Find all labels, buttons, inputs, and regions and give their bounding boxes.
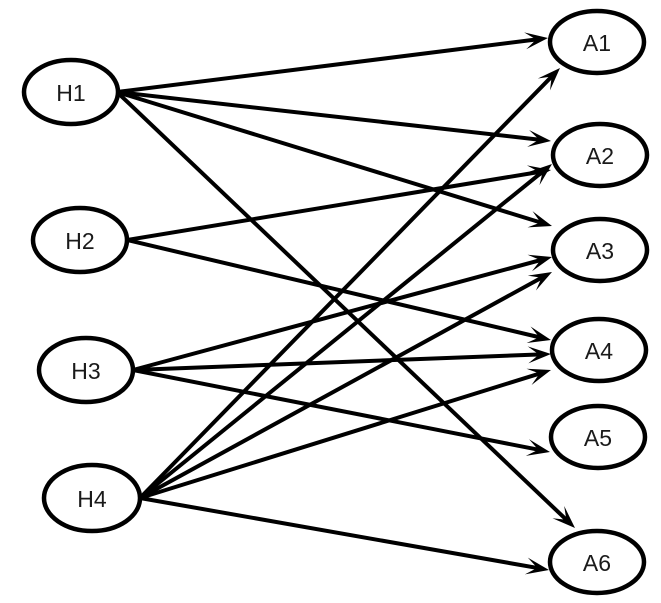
edge-h1-to-a2 bbox=[116, 90, 551, 147]
edge-layer bbox=[115, 32, 575, 575]
arrow-head-icon bbox=[527, 211, 552, 228]
edge-line bbox=[132, 352, 546, 372]
edge-line bbox=[116, 90, 547, 227]
edge-line bbox=[138, 70, 558, 500]
edge-line bbox=[116, 90, 546, 143]
edge-line bbox=[139, 273, 548, 500]
edge-line bbox=[126, 238, 546, 341]
node-label: H2 bbox=[65, 228, 94, 254]
node-ellipse[interactable] bbox=[41, 462, 143, 534]
node-label: H3 bbox=[71, 358, 100, 384]
arrow-head-icon bbox=[524, 32, 548, 50]
node-a6[interactable]: A6 bbox=[547, 528, 647, 596]
node-label: A6 bbox=[583, 550, 611, 576]
edge-h4-to-a1 bbox=[138, 68, 560, 500]
node-ellipse[interactable] bbox=[547, 8, 647, 76]
edge-line bbox=[138, 166, 549, 500]
arrow-head-icon bbox=[526, 326, 551, 343]
edge-h1-to-a3 bbox=[116, 90, 552, 228]
node-h2[interactable]: H2 bbox=[30, 205, 130, 275]
node-ellipse[interactable] bbox=[21, 57, 121, 127]
edge-h4-to-a4 bbox=[139, 368, 551, 500]
arrow-head-icon bbox=[527, 129, 551, 147]
node-ellipse[interactable] bbox=[36, 335, 136, 405]
node-ellipse[interactable] bbox=[548, 403, 648, 471]
node-ellipse[interactable] bbox=[550, 121, 650, 189]
node-label: H4 bbox=[77, 486, 107, 512]
edge-line bbox=[132, 256, 547, 372]
edge-h3-to-a5 bbox=[132, 368, 550, 456]
node-ellipse[interactable] bbox=[547, 528, 647, 596]
edge-h4-to-a6 bbox=[139, 496, 549, 575]
arrow-head-icon bbox=[537, 68, 560, 91]
arrow-head-icon bbox=[527, 346, 551, 364]
node-ellipse[interactable] bbox=[30, 205, 130, 275]
arrow-head-icon bbox=[526, 368, 551, 385]
node-h3[interactable]: H3 bbox=[36, 335, 136, 405]
node-ellipse[interactable] bbox=[549, 316, 649, 384]
arrow-head-icon bbox=[524, 557, 549, 575]
node-label: A1 bbox=[583, 30, 611, 56]
arrow-head-icon bbox=[528, 164, 552, 186]
node-a1[interactable]: A1 bbox=[547, 8, 647, 76]
edge-line bbox=[126, 169, 546, 242]
node-a3[interactable]: A3 bbox=[550, 216, 650, 284]
node-label: A5 bbox=[584, 425, 612, 451]
edge-line bbox=[139, 369, 546, 500]
edge-line bbox=[116, 36, 543, 94]
node-h1[interactable]: H1 bbox=[21, 57, 121, 127]
node-label: A3 bbox=[586, 238, 614, 264]
node-label: H1 bbox=[56, 80, 85, 106]
arrow-head-icon bbox=[525, 439, 550, 456]
arrow-head-icon bbox=[552, 505, 575, 528]
arrow-head-icon bbox=[527, 254, 552, 272]
edge-h4-to-a3 bbox=[139, 272, 552, 500]
node-a4[interactable]: A4 bbox=[549, 316, 649, 384]
edge-h2-to-a3 bbox=[126, 165, 551, 242]
edge-line bbox=[132, 368, 545, 453]
node-h4[interactable]: H4 bbox=[41, 462, 143, 534]
node-a2[interactable]: A2 bbox=[550, 121, 650, 189]
edge-line bbox=[139, 496, 544, 571]
edge-h1-to-a1 bbox=[116, 32, 548, 94]
edge-line bbox=[115, 90, 573, 526]
arrow-head-icon bbox=[527, 272, 552, 291]
edge-h1-to-a6 bbox=[115, 90, 575, 528]
node-label: A4 bbox=[585, 338, 613, 364]
edge-h2-to-a4 bbox=[126, 238, 551, 343]
node-label: A2 bbox=[586, 143, 614, 169]
edge-h3-to-a1 bbox=[132, 254, 552, 372]
node-ellipse[interactable] bbox=[550, 216, 650, 284]
node-a5[interactable]: A5 bbox=[548, 403, 648, 471]
edge-h4-to-a2 bbox=[138, 164, 552, 500]
edge-h3-to-a4 bbox=[132, 346, 551, 372]
